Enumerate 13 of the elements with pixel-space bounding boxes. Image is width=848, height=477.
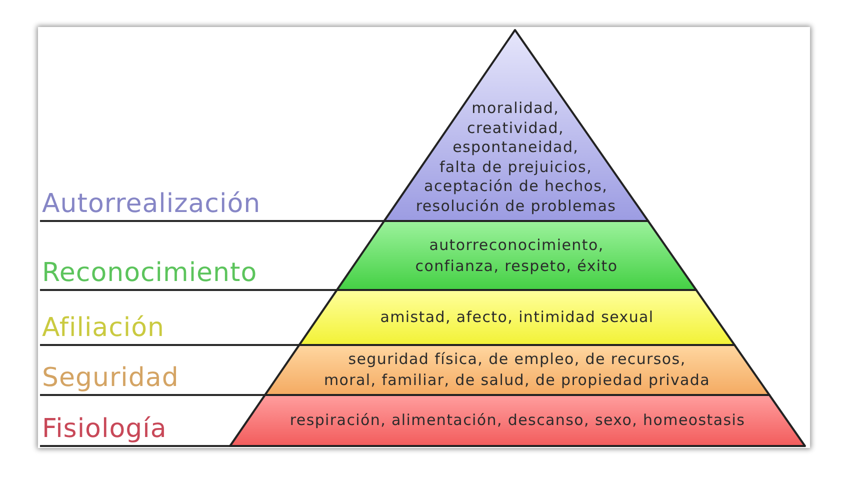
tier-text: moralidad, creatividad, espontaneidad, falta de prejuicios, aceptación de hechos, resolución de problemas [414, 99, 618, 216]
tier-label: Seguridad [42, 363, 179, 393]
pyramid-tier [229, 394, 806, 447]
tier-label: Afiliación [42, 313, 165, 343]
tier-label: Fisiología [42, 414, 167, 444]
tier-label: Reconocimiento [42, 258, 258, 288]
tier-text: seguridad física, de empleo, de recursos, moral, familiar, de salud, de propiedad privada [322, 349, 712, 391]
tier-label: Autorrealización [42, 189, 261, 219]
pyramid-tier [335, 220, 698, 291]
pyramid-tier [263, 344, 771, 396]
tier-text: respiración, alimentación, descanso, sexo, homeostasis [290, 410, 746, 431]
tier-text: autorreconocimiento, confianza, respeto, éxito [414, 234, 619, 276]
tier-text: amistad, afecto, intimidad sexual [380, 307, 654, 328]
